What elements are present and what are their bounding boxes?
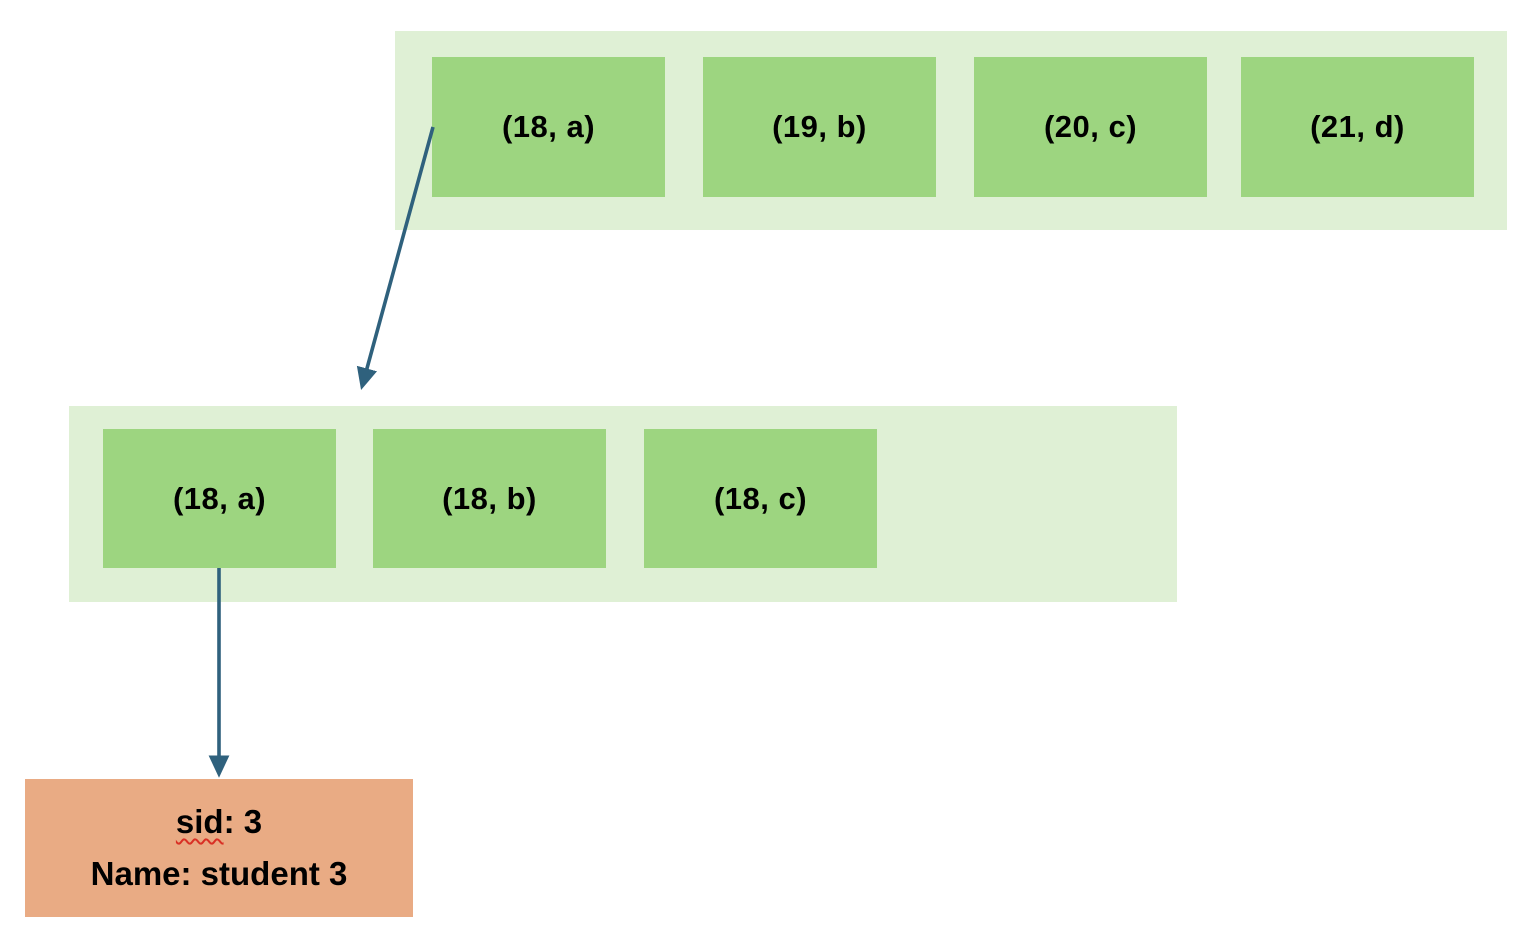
record-sid-value: : 3 (223, 803, 263, 840)
leaf-entry-label: (18, b) (442, 480, 537, 516)
leaf-entry-18a: (18, a) (103, 429, 336, 568)
leaf-entry-label: (18, c) (713, 480, 808, 516)
index-entry-label: (19, b) (772, 109, 867, 144)
index-entry-label: (18, a) (501, 109, 596, 144)
leaf-entry-18b: (18, b) (373, 429, 606, 568)
index-entry-21d: (21, d) (1241, 57, 1474, 197)
index-entry-label: (21, d) (1310, 109, 1405, 144)
index-entry-19b: (19, b) (703, 57, 936, 197)
record-sid-term: sid (175, 803, 224, 840)
leaf-entry-18c: (18, c) (644, 429, 877, 568)
index-entry-label: (20, c) (1043, 109, 1138, 144)
index-entry-18a: (18, a) (432, 57, 665, 197)
index-entry-20c: (20, c) (974, 57, 1207, 197)
record-box: sid: 3 Name: student 3 (25, 779, 413, 917)
record-line-sid: sid: 3 (176, 796, 262, 848)
index-node-top: (18, a) (19, b) (20, c) (21, d) (395, 31, 1507, 230)
record-line-name: Name: student 3 (90, 855, 348, 892)
leaf-entry-label: (18, a) (172, 480, 267, 516)
index-node-leaf: (18, a) (18, b) (18, c) (69, 406, 1177, 602)
